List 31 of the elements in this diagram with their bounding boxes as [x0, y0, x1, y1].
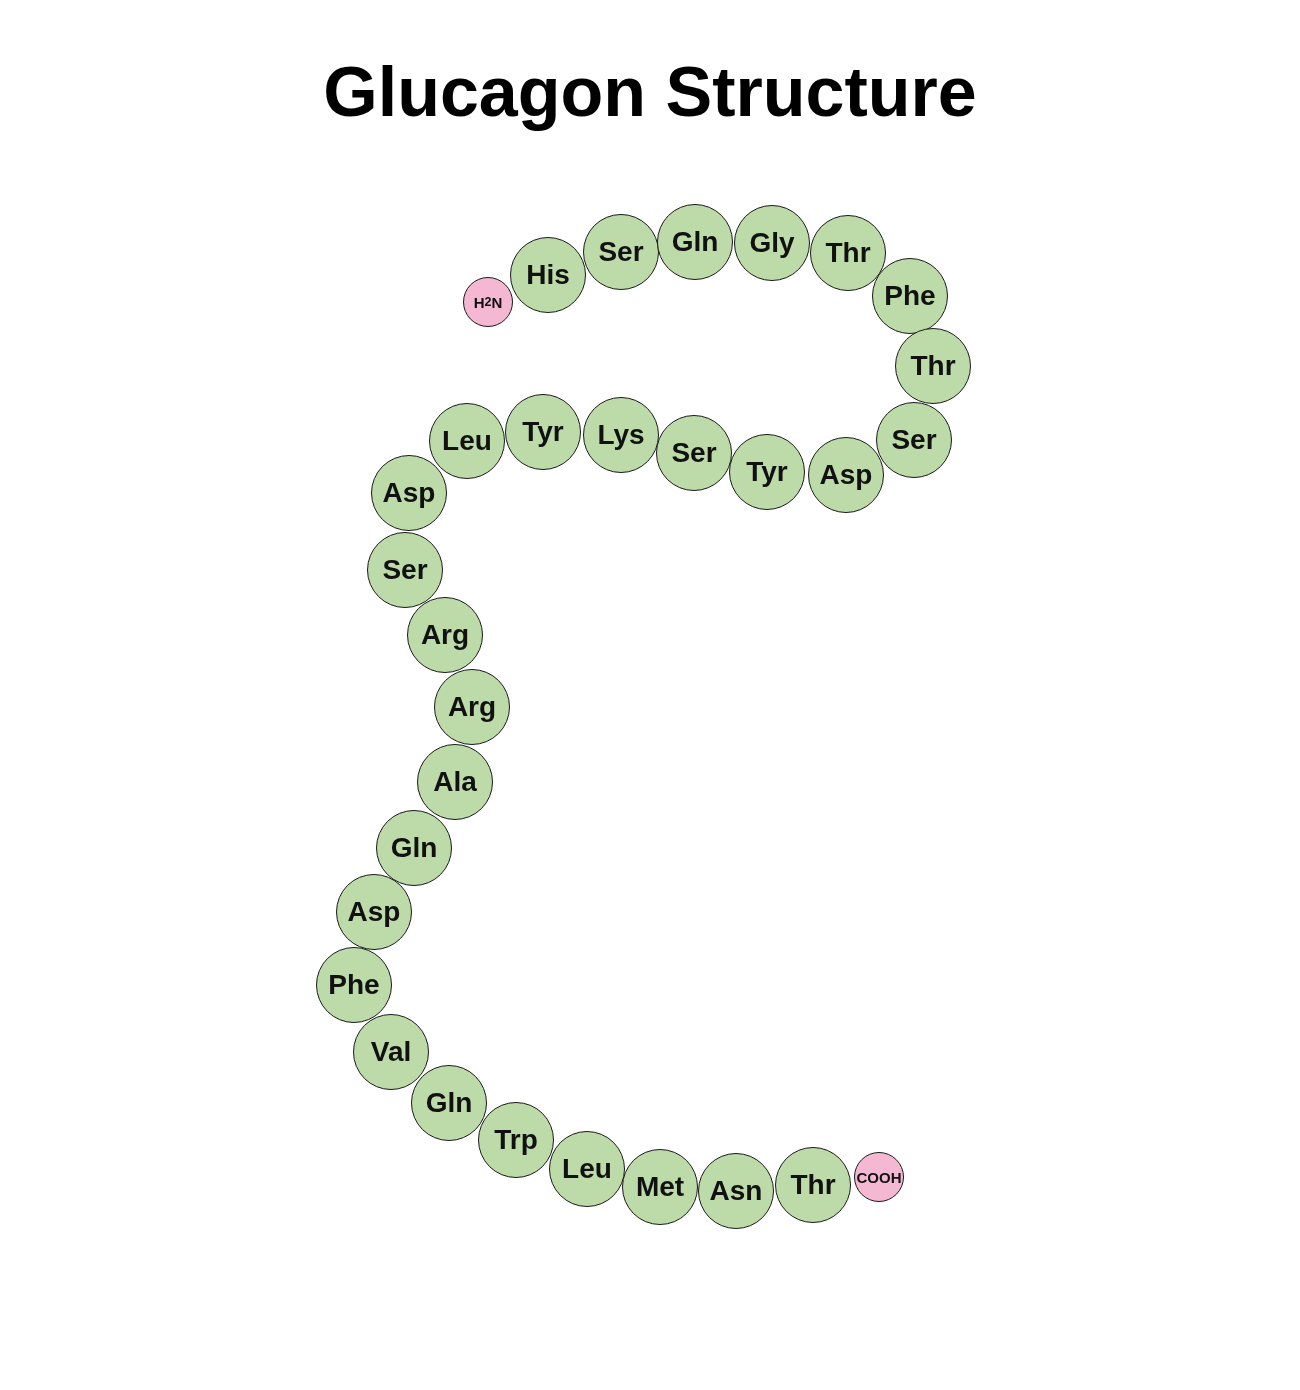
amino-acid-circle: Leu [429, 403, 505, 479]
amino-acid-circle: Val [353, 1014, 429, 1090]
amino-acid-circle: Ser [583, 214, 659, 290]
amino-acid-circle: Asp [808, 437, 884, 513]
amino-acid-circle: Lys [583, 397, 659, 473]
amino-acid-circle: Gln [411, 1065, 487, 1141]
amino-acid-circle: Ser [656, 415, 732, 491]
amino-acid-circle: Tyr [729, 434, 805, 510]
amino-acid-circle: Thr [895, 328, 971, 404]
terminus-circle: COOH [854, 1152, 904, 1202]
amino-acid-circle: Asp [336, 874, 412, 950]
amino-acid-circle: Phe [316, 947, 392, 1023]
amino-acid-circle: Ser [367, 532, 443, 608]
amino-acid-circle: Gln [376, 810, 452, 886]
amino-acid-circle: Thr [810, 215, 886, 291]
amino-acid-circle: Ser [876, 402, 952, 478]
amino-acid-circle: Met [622, 1149, 698, 1225]
amino-acid-circle: Leu [549, 1131, 625, 1207]
amino-acid-circle: Arg [407, 597, 483, 673]
amino-acid-circle: Gln [657, 204, 733, 280]
title: Glucagon Structure [323, 52, 977, 132]
amino-acid-circle: His [510, 237, 586, 313]
amino-acid-circle: Ala [417, 744, 493, 820]
amino-acid-circle: Trp [478, 1102, 554, 1178]
amino-acid-circle: Gly [734, 205, 810, 281]
amino-acid-circle: Asn [698, 1153, 774, 1229]
amino-acid-circle: Phe [872, 258, 948, 334]
amino-acid-circle: Asp [371, 455, 447, 531]
amino-acid-circle: Arg [434, 669, 510, 745]
amino-acid-circle: Tyr [505, 394, 581, 470]
amino-acid-circle: Thr [775, 1147, 851, 1223]
